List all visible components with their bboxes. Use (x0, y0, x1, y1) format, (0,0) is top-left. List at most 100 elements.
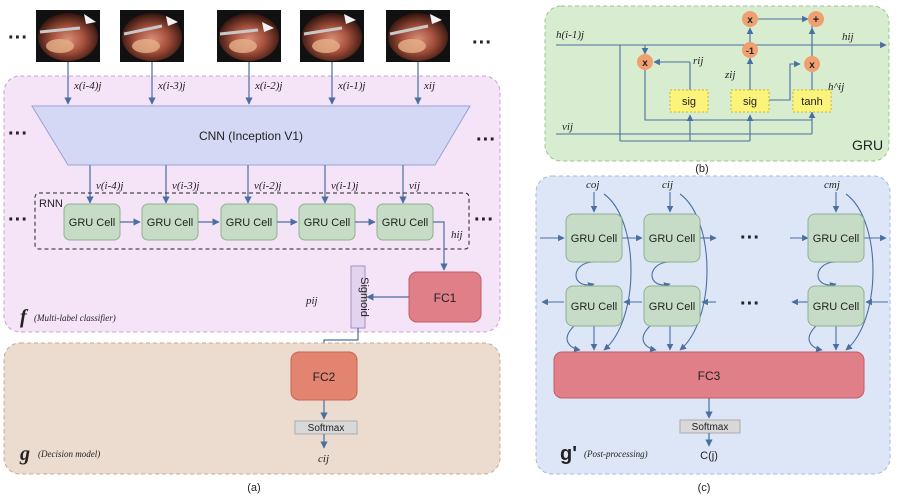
input-c0: coj (586, 179, 599, 191)
fc3-label: FC3 (698, 369, 721, 383)
input-label-2: x(i-3)j (157, 80, 185, 92)
gru-cell-5: GRU Cell (376, 203, 434, 241)
gru-cell-c-top-3: GRU Cell (807, 213, 865, 263)
caption-c: (c) (698, 482, 711, 494)
svg-text:GRU Cell: GRU Cell (649, 233, 695, 245)
ellipsis-left-frames: ··· (8, 27, 28, 49)
r-label: rij (693, 55, 703, 67)
svg-text:GRU Cell: GRU Cell (69, 217, 115, 229)
hidden-state-label: hij (451, 229, 463, 241)
postprocessing-region (535, 175, 891, 475)
frame-1 (36, 10, 100, 62)
svg-text:GRU Cell: GRU Cell (571, 233, 617, 245)
multiply-node-reset: x (637, 54, 653, 70)
multiply-node-update: x (804, 56, 820, 72)
svg-text:x: x (809, 60, 815, 71)
input-label-4: x(i-1)j (337, 80, 365, 92)
ellipsis-right-rnn: ··· (474, 209, 494, 231)
postprocessing-wires (540, 192, 888, 353)
tanh-box: tanh (792, 89, 832, 113)
c-label: cij (318, 453, 329, 465)
ellipsis-c-top: ··· (740, 227, 760, 249)
gru-title: GRU (852, 137, 883, 153)
svg-text:x: x (642, 58, 648, 69)
softmax-label-a: Softmax (308, 423, 345, 434)
g-caption: (Decision model) (38, 449, 100, 459)
gru-cell-2: GRU Cell (141, 203, 199, 241)
rnn-cells: GRU Cell GRU Cell GRU Cell GRU Cell GRU … (63, 203, 434, 241)
caption-b: (b) (695, 163, 708, 175)
f-caption: (Multi-label classifier) (34, 313, 116, 323)
sigmoid-label: Sigmoid (358, 277, 370, 317)
svg-text:tanh: tanh (801, 96, 822, 108)
frame-arrows (64, 62, 422, 105)
caption-a: (a) (247, 482, 260, 494)
feature-label-4: v(i-1)j (331, 180, 358, 192)
g-prime-symbol: g' (560, 443, 577, 465)
g-prime-caption: (Post-processing) (584, 449, 648, 459)
svg-text:GRU Cell: GRU Cell (571, 301, 617, 313)
svg-text:GRU Cell: GRU Cell (147, 217, 193, 229)
multiply-node-top: x (742, 11, 758, 27)
input-cm: cmj (824, 179, 840, 191)
input-label-5: xij (423, 80, 435, 92)
sig-box-update: sig (730, 89, 770, 113)
fc1-label: FC1 (434, 291, 457, 305)
ellipsis-left-cnn: ··· (8, 123, 28, 145)
ellipsis-c-bottom: ··· (740, 293, 760, 315)
rnn-arrows (120, 218, 448, 271)
feature-label-1: v(i-4)j (96, 180, 123, 192)
svg-text:-1: -1 (746, 46, 754, 56)
gru-op-nodes: x x + -1 x (637, 11, 824, 72)
gru-cell-c-top-1: GRU Cell (565, 213, 623, 263)
input-label-1: x(i-4)j (73, 80, 101, 92)
rnn-box (34, 192, 470, 250)
svg-text:GRU Cell: GRU Cell (304, 217, 350, 229)
h-prev-label: h(i-1)j (556, 29, 584, 41)
softmax-label-c: Softmax (692, 422, 729, 433)
output-label-c: C(j) (700, 450, 718, 462)
gru-cell-c-top-2: GRU Cell (643, 213, 701, 263)
input-label-3: x(i-2)j (254, 80, 282, 92)
input-frames (36, 10, 450, 62)
gru-detail-wires (556, 15, 887, 142)
frame-2 (120, 10, 184, 62)
gru-cell-1: GRU Cell (63, 203, 121, 241)
svg-text:GRU Cell: GRU Cell (382, 217, 428, 229)
gru-cell-4: GRU Cell (298, 203, 356, 241)
svg-text:x: x (747, 15, 753, 26)
panel-a: ··· ··· x(i-4)j x(i-3)j x(i-2)j x(i-1)j … (3, 10, 501, 494)
p-label: pij (305, 295, 318, 307)
gru-cell-c-bottom-2: GRU Cell (643, 285, 701, 327)
svg-text:GRU Cell: GRU Cell (813, 233, 859, 245)
feature-label-3: v(i-2)j (254, 180, 281, 192)
cnn-label: CNN (Inception V1) (199, 129, 303, 143)
cnn-block (31, 105, 471, 166)
gru-cell-c-bottom-3: GRU Cell (807, 285, 865, 327)
svg-text:sig: sig (743, 96, 757, 108)
htilde-label: h^ij (828, 81, 844, 93)
gru-cell-3: GRU Cell (220, 203, 278, 241)
v-in-label: vij (562, 121, 573, 133)
minus-one-node: -1 (742, 42, 758, 58)
feature-label-5: vij (409, 180, 420, 192)
svg-text:GRU Cell: GRU Cell (813, 301, 859, 313)
softmax-block-a (294, 420, 358, 435)
feature-arrows (86, 165, 407, 204)
decision-region (3, 342, 501, 475)
h-out-label: hij (842, 31, 854, 43)
svg-text:+: + (813, 14, 819, 26)
feature-label-2: v(i-3)j (172, 180, 199, 192)
softmax-block-c (679, 419, 741, 434)
plus-node: + (808, 11, 824, 27)
fc2-label: FC2 (313, 370, 336, 384)
frame-3 (217, 10, 281, 62)
ellipsis-right-frames: ··· (472, 32, 492, 54)
input-ci: cij (662, 179, 673, 191)
panel-b: x x + -1 x sig si (544, 5, 890, 175)
f-symbol: f (20, 306, 29, 328)
frame-5 (386, 10, 450, 62)
gru-cell-c-bottom-1: GRU Cell (565, 285, 623, 327)
svg-text:GRU Cell: GRU Cell (649, 301, 695, 313)
ellipsis-right-cnn: ··· (476, 129, 496, 151)
